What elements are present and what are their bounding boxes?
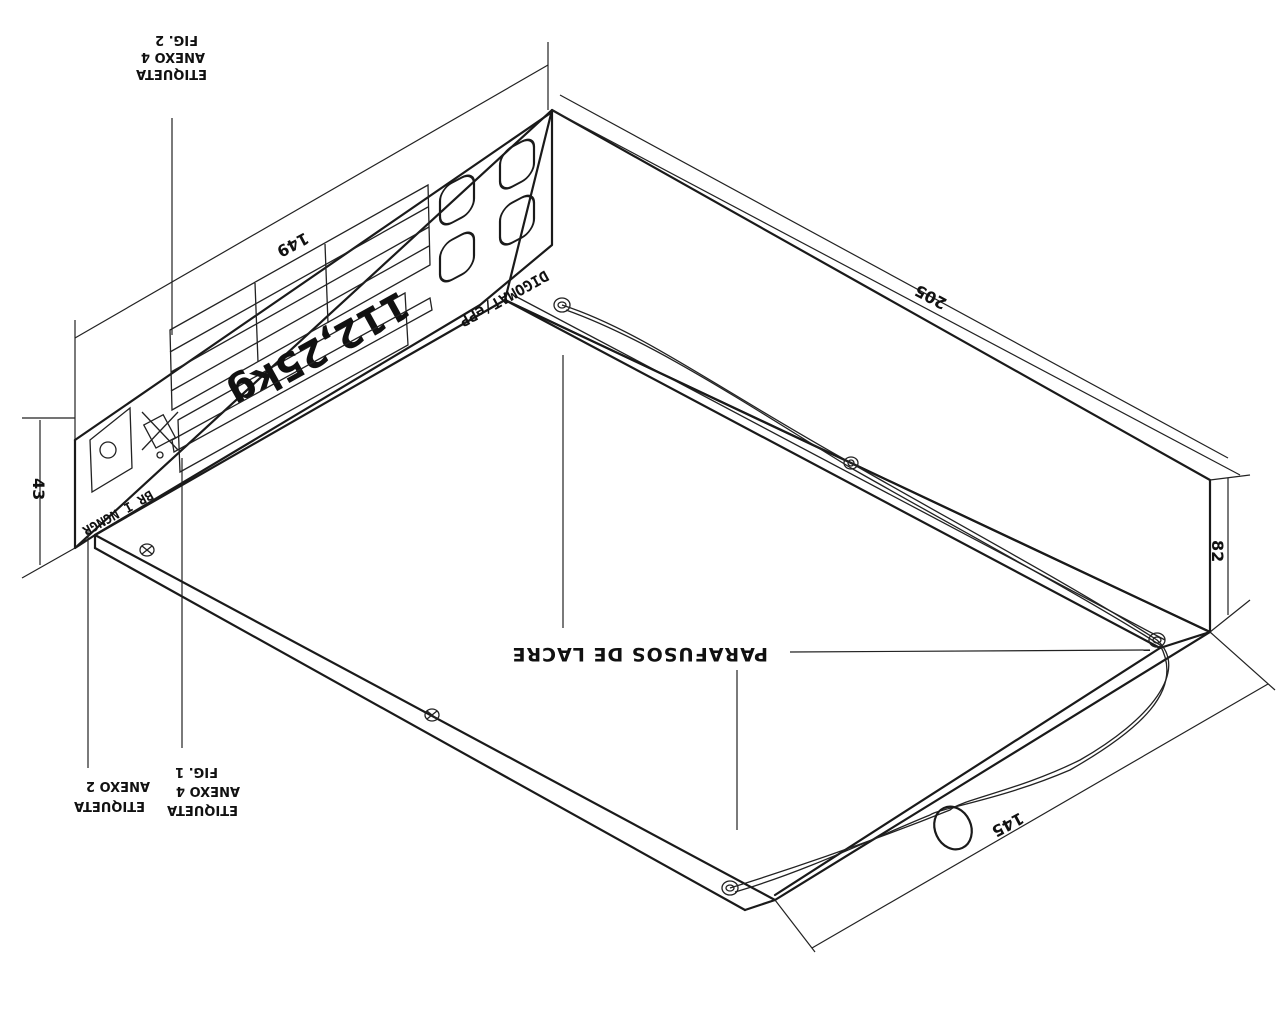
dim-front-depth: 145 xyxy=(989,808,1027,840)
warning-box xyxy=(171,296,433,454)
screw-icon xyxy=(721,880,739,896)
annex2-label-line1: ETIQUETA xyxy=(74,798,145,813)
info-table xyxy=(169,183,431,412)
dim-width: 149 xyxy=(274,228,312,260)
screws xyxy=(139,297,1166,896)
front-panel-details: 112,25kg DIGOMAT/ePP BR I NGNGR xyxy=(79,138,552,538)
fig1-label-line1: ETIQUETA xyxy=(167,802,238,817)
dim-depth: 205 xyxy=(911,281,949,313)
fig2-label-line2: ANEXO 4 xyxy=(141,49,205,64)
right-side-face xyxy=(503,108,1212,634)
screw-icon xyxy=(424,708,440,722)
logo-icon xyxy=(99,441,117,459)
fig2-label-line3: FIG. 2 xyxy=(155,32,198,47)
screw-icon xyxy=(553,297,571,313)
front-panel xyxy=(73,108,554,550)
seal-screws-label: PARAFUSOS DE LACRE xyxy=(512,643,769,665)
screw-icon xyxy=(139,543,155,557)
weight-box xyxy=(177,291,409,474)
seal-leader-2 xyxy=(789,649,1151,653)
maker-stamp: BR I NGNGR xyxy=(79,487,155,538)
seal-wire xyxy=(561,304,1170,893)
annotations: PARAFUSOS DE LACRE FIG. 2 ANEXO 4 ETIQUE… xyxy=(74,32,1151,830)
enclosure xyxy=(73,108,1212,912)
bin-icon xyxy=(141,411,179,451)
dim-height-left: 43 xyxy=(29,478,48,500)
fig1-label-line3: FIG. 1 xyxy=(175,764,218,779)
fig2-label-line1: ETIQUETA xyxy=(136,66,207,81)
dim-height-right: 82 xyxy=(1208,540,1227,562)
fig1-label-line2: ANEXO 4 xyxy=(176,783,240,798)
brand-text: DIGOMAT/ePP xyxy=(456,267,552,331)
connector-cutouts xyxy=(438,138,536,283)
annex2-label-box xyxy=(89,406,133,494)
annex2-label-line2: ANEXO 2 xyxy=(86,778,150,793)
seal-lead xyxy=(933,805,973,851)
